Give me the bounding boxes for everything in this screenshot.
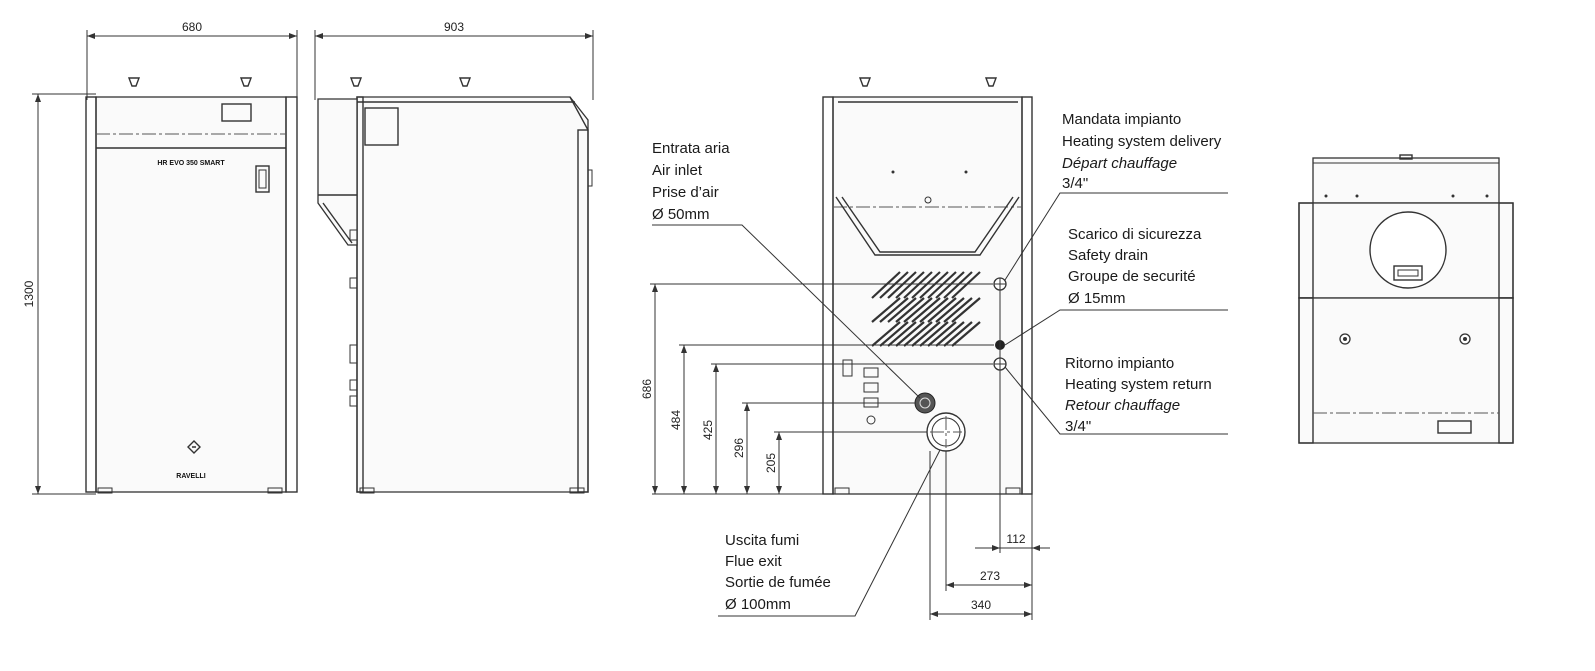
svg-text:Prise d’air: Prise d’air xyxy=(652,184,719,201)
svg-text:Uscita fumi: Uscita fumi xyxy=(725,532,799,549)
svg-text:3/4": 3/4" xyxy=(1062,175,1088,192)
front-width-dim: 680 xyxy=(182,20,202,34)
svg-text:Retour chauffage: Retour chauffage xyxy=(1065,397,1180,414)
model-label: HR EVO 350 SMART xyxy=(157,160,225,167)
svg-text:Air inlet: Air inlet xyxy=(652,162,703,179)
dim-425: 425 xyxy=(701,420,715,440)
svg-text:Safety drain: Safety drain xyxy=(1068,247,1148,264)
svg-text:Ø 100mm: Ø 100mm xyxy=(725,596,791,613)
svg-text:Entrata aria: Entrata aria xyxy=(652,140,730,157)
dim-112: 112 xyxy=(1006,532,1025,546)
svg-text:Ø 50mm: Ø 50mm xyxy=(652,206,710,223)
svg-text:Départ chauffage: Départ chauffage xyxy=(1062,155,1177,172)
height-dim: 1300 xyxy=(22,280,36,307)
svg-text:Heating system return: Heating system return xyxy=(1065,376,1212,393)
svg-text:Sortie de fumée: Sortie de fumée xyxy=(725,574,831,591)
svg-text:Heating system delivery: Heating system delivery xyxy=(1062,133,1222,150)
safety-drain-label: Scarico di sicurezza Safety drain Groupe… xyxy=(1068,226,1202,307)
dim-340: 340 xyxy=(971,598,991,612)
svg-text:Flue exit: Flue exit xyxy=(725,553,783,570)
side-view: 903 xyxy=(314,20,594,494)
svg-text:Ritorno impianto: Ritorno impianto xyxy=(1065,355,1174,372)
svg-text:Groupe de securité: Groupe de securité xyxy=(1068,268,1196,285)
svg-text:Ø 15mm: Ø 15mm xyxy=(1068,290,1126,307)
leader-lines xyxy=(652,192,1228,617)
top-view xyxy=(1298,154,1514,444)
dim-273: 273 xyxy=(980,569,1000,583)
brand-logo-text: RAVELLI xyxy=(176,473,205,480)
rear-view: 686 484 425 296 205 112 273 xyxy=(640,77,1050,620)
front-view: 680 1300 HR EVO 350 SMART RAVELLI xyxy=(22,20,298,495)
side-depth-dim: 903 xyxy=(444,20,464,34)
svg-text:3/4": 3/4" xyxy=(1065,418,1091,435)
dim-205: 205 xyxy=(764,453,778,473)
flue-exit-label: Uscita fumi Flue exit Sortie de fumée Ø … xyxy=(725,532,831,613)
svg-text:Mandata impianto: Mandata impianto xyxy=(1062,111,1181,128)
rear-ventilation-grill xyxy=(871,271,981,347)
return-label: Ritorno impianto Heating system return R… xyxy=(1065,355,1212,435)
dim-296: 296 xyxy=(732,438,746,458)
delivery-label: Mandata impianto Heating system delivery… xyxy=(1062,111,1222,192)
dim-484: 484 xyxy=(669,410,683,430)
dim-686: 686 xyxy=(640,379,654,399)
air-inlet-label: Entrata aria Air inlet Prise d’air Ø 50m… xyxy=(652,140,730,223)
svg-text:Scarico di sicurezza: Scarico di sicurezza xyxy=(1068,226,1202,243)
